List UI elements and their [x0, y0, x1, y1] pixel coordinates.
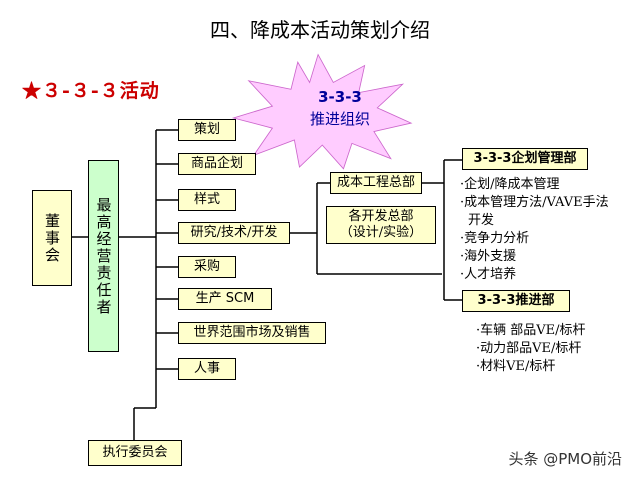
dept-rnd: 研究/技术/开发 [178, 222, 290, 244]
list-item: ·竞争力分析 [460, 231, 530, 246]
dev-hq-label: 各开发总部 [348, 209, 414, 225]
dept-purchasing: 采购 [178, 256, 236, 278]
promotion-task-list: ·车辆 部品VE/标杆 ·动力部品VE/标杆 ·材料VE/标杆 [476, 322, 586, 376]
dept-planning: 策划 [178, 119, 236, 141]
dev-hq-box: 各开发总部 （设计/实验） [326, 206, 436, 244]
planning-office-box: 3-3-3企划管理部 [462, 148, 588, 170]
starburst-label-line1: 3-3-3 [318, 88, 362, 106]
dept-label: 世界范围市场及销售 [193, 325, 311, 341]
board-label: 董事会 [43, 212, 61, 264]
promotion-office-label: 3-3-3推进部 [477, 293, 555, 309]
planning-task-list: ·企划/降成本管理 ·成本管理方法/VAVE手法 开发 ·竞争力分析 ·海外支援… [460, 176, 609, 284]
dept-global-sales: 世界范围市场及销售 [178, 322, 326, 344]
list-item: ·车辆 部品VE/标杆 [476, 323, 586, 338]
dept-hr: 人事 [178, 358, 236, 380]
list-item: ·材料VE/标杆 [476, 359, 556, 374]
dept-label: 人事 [193, 361, 220, 377]
subtitle: ★３-３-３活动 [22, 80, 160, 102]
board-box: 董事会 [32, 190, 72, 286]
cost-engineering-hq-box: 成本工程总部 [330, 172, 422, 194]
list-item: ·海外支援 [460, 249, 517, 264]
dept-label: 生产 SCM [195, 291, 255, 307]
watermark: 头条 @PMO前沿 [508, 450, 622, 468]
dept-production-scm: 生产 SCM [178, 288, 272, 310]
dept-product-planning: 商品企划 [178, 153, 256, 175]
starburst-callout [231, 53, 413, 170]
dept-label: 采购 [193, 259, 220, 275]
page-title: 四、降成本活动策划介绍 [210, 18, 430, 42]
starburst-label-line2: 推进组织 [309, 110, 370, 128]
dept-label: 研究/技术/开发 [190, 225, 278, 241]
dept-styling: 样式 [178, 189, 236, 211]
exec-committee-label: 执行委员会 [102, 445, 168, 461]
exec-committee-box: 执行委员会 [88, 440, 182, 466]
ceo-label: 最高经营责任者 [94, 196, 113, 316]
dept-label: 样式 [193, 192, 220, 208]
list-item: ·人才培养 [460, 267, 517, 282]
list-item: ·动力部品VE/标杆 [476, 341, 582, 356]
list-item: ·企划/降成本管理 [460, 177, 560, 192]
cost-engineering-hq-label: 成本工程总部 [336, 175, 415, 191]
ceo-box: 最高经营责任者 [88, 160, 119, 352]
promotion-office-box: 3-3-3推进部 [462, 290, 570, 312]
dept-label: 商品企划 [190, 156, 243, 172]
planning-office-label: 3-3-3企划管理部 [473, 151, 577, 167]
list-item: ·成本管理方法/VAVE手法 [460, 195, 609, 210]
dept-label: 策划 [193, 122, 220, 138]
list-item: 开发 [468, 213, 495, 228]
dev-hq-sublabel: （设计/实验） [339, 225, 423, 240]
